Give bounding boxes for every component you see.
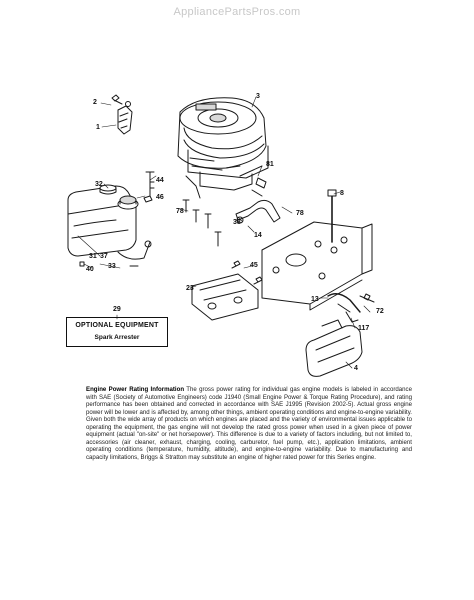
callout-31: 31: [89, 253, 97, 260]
fuel-line-part: [79, 240, 152, 267]
callout-3: 3: [256, 93, 260, 100]
callout-32: 32: [95, 181, 103, 188]
leader-lines: [77, 96, 371, 369]
exhaust-pipe-part: [235, 199, 281, 224]
callout-72: 72: [376, 308, 384, 315]
callout-46: 46: [156, 194, 164, 201]
engine-part: [177, 97, 269, 199]
spark-arrester-label: Spark Arrester: [94, 334, 140, 341]
callout-29: 29: [113, 306, 121, 313]
callout-33: 33: [108, 263, 116, 270]
mounting-plate-part: [261, 221, 373, 311]
callout-8: 8: [340, 190, 344, 197]
callout-13: 13: [311, 296, 319, 303]
callout-4: 4: [354, 365, 358, 372]
callout-37: 37: [100, 253, 108, 260]
callout-14: 14: [254, 232, 262, 239]
callout-2: 2: [93, 99, 97, 106]
muffler-pipe-part: [327, 293, 375, 323]
callout-40: 40: [86, 266, 94, 273]
throttle-control-part: [117, 101, 133, 135]
callout-38: 38: [233, 219, 241, 226]
shield-bolts-part: [231, 260, 263, 285]
mounting-bolts-part: [182, 199, 222, 247]
heat-shield-part: [191, 273, 259, 321]
callout-45: 45: [250, 262, 258, 269]
bolts-part: [143, 171, 155, 203]
rod-part: [327, 189, 337, 243]
callout-81: 81: [266, 161, 274, 168]
callout-78-right: 78: [296, 210, 304, 217]
watermark: AppliancePartsPros.com: [173, 6, 301, 18]
callout-78-left: 78: [176, 208, 184, 215]
callout-1: 1: [96, 124, 100, 131]
optional-equipment-box: OPTIONAL EQUIPMENT Spark Arrester: [66, 317, 168, 347]
callout-23: 23: [186, 285, 194, 292]
engine-power-rating-notes: Engine Power Rating Information The gros…: [86, 386, 412, 461]
optional-equipment-title: OPTIONAL EQUIPMENT: [75, 322, 159, 329]
screw-part: [111, 94, 123, 105]
callout-44: 44: [156, 177, 164, 184]
notes-body: The gross power rating for individual ga…: [86, 386, 412, 461]
notes-heading: Engine Power Rating Information: [86, 386, 185, 393]
callout-117: 117: [358, 325, 370, 332]
fitting-part: [251, 177, 267, 197]
fuel-tank-part: [67, 185, 139, 257]
